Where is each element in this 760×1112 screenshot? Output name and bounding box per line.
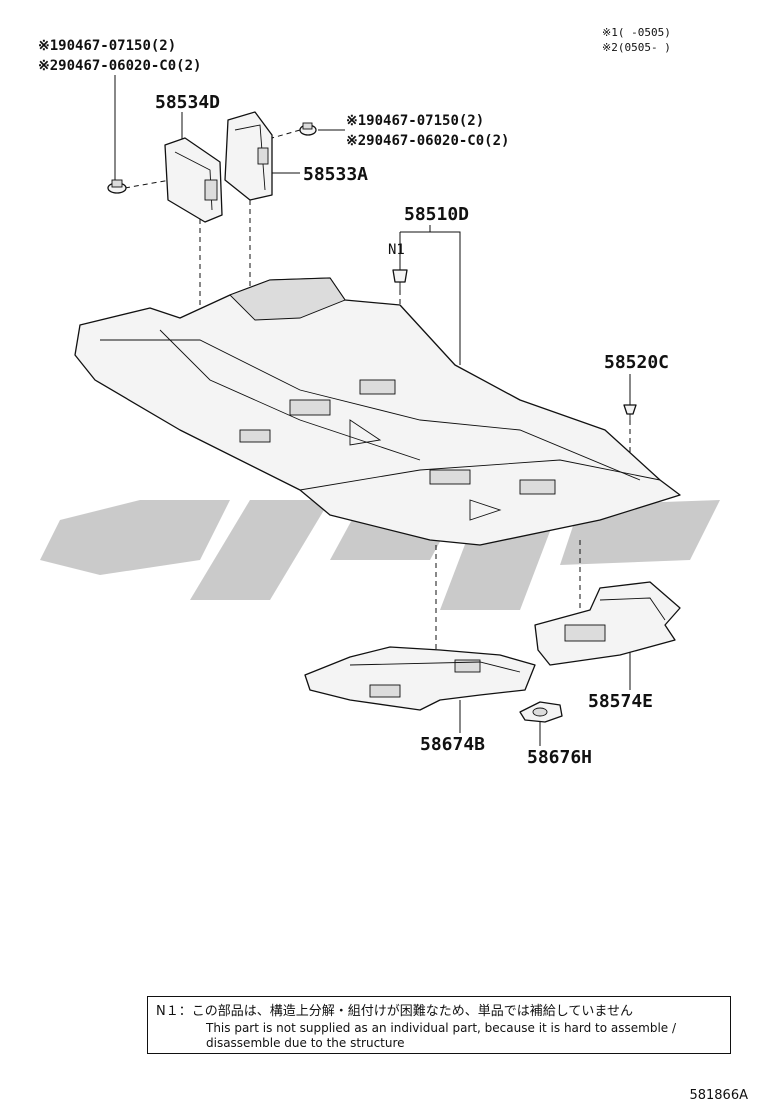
note-box: N１：この部品は、構造上分解・組付けが困難なため、単品では補給していません Th… <box>147 996 731 1054</box>
label-58574E: 58574E <box>588 691 653 712</box>
callout-top-left-2: ※290467-06020-C0(2) <box>38 58 201 74</box>
callout-mid-1: ※190467-07150(2) <box>346 113 484 129</box>
part-58510D <box>74 277 681 546</box>
label-58510D: 58510D <box>404 204 469 225</box>
note-english-line-1: This part is not supplied as an individu… <box>206 1021 677 1035</box>
clip-bolt-left <box>107 179 127 194</box>
label-58533A: 58533A <box>303 164 368 185</box>
clip-58520C <box>623 404 637 422</box>
label-58520C: 58520C <box>604 352 669 373</box>
label-58534D: 58534D <box>155 92 220 113</box>
part-58574E <box>534 581 681 666</box>
diagram-reference-number: 581866A <box>689 1088 748 1103</box>
part-58674B <box>304 646 536 711</box>
part-58676H <box>519 701 563 723</box>
part-58533A <box>224 111 273 201</box>
label-58676H: 58676H <box>527 747 592 768</box>
clip-bolt-mid <box>299 122 317 136</box>
legend-line-1: ※1( -0505) <box>602 26 671 39</box>
clip-N1 <box>392 269 408 290</box>
part-58534D <box>164 137 223 223</box>
note-japanese: N１：この部品は、構造上分解・組付けが困難なため、単品では補給していません <box>156 1004 633 1019</box>
callout-top-left-1: ※190467-07150(2) <box>38 38 176 54</box>
legend-line-2: ※2(0505- ) <box>602 41 671 54</box>
label-58674B: 58674B <box>420 734 485 755</box>
note-english-line-2: disassemble due to the structure <box>206 1036 405 1050</box>
callout-mid-2: ※290467-06020-C0(2) <box>346 133 509 149</box>
leader-lines <box>114 75 631 746</box>
label-N1: N1 <box>388 242 405 258</box>
